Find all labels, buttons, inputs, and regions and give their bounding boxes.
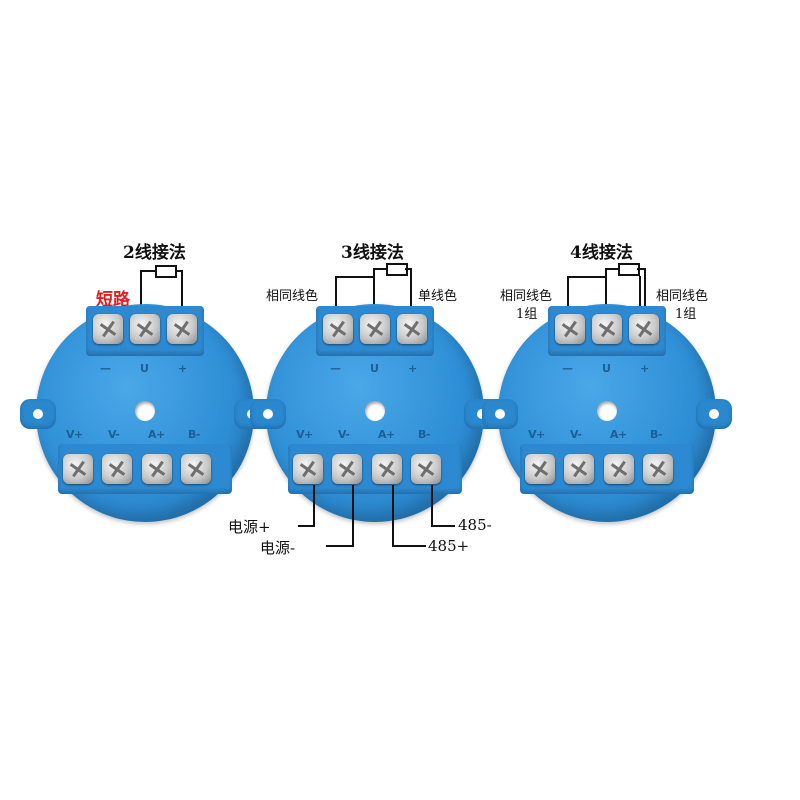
terminal-mark: V+	[296, 428, 313, 441]
terminal-mark: V+	[66, 428, 83, 441]
single-color-note: 单线色	[418, 289, 458, 304]
terminal-mark: U	[602, 362, 611, 375]
wire	[298, 525, 315, 527]
wire	[140, 270, 156, 272]
terminal-screw	[93, 314, 123, 344]
terminal-screw	[360, 314, 390, 344]
terminal-screw	[372, 454, 402, 484]
terminal-mark: A+	[378, 428, 395, 441]
terminal-screw	[102, 454, 132, 484]
wire	[352, 485, 354, 547]
same-color-note-right-1: 相同线色	[656, 289, 709, 304]
terminal-screw	[63, 454, 93, 484]
wire	[392, 485, 394, 547]
same-color-note-left-2: 1组	[516, 307, 538, 322]
terminal-mark: +	[408, 362, 417, 375]
module3-title: 4线接法	[570, 243, 633, 263]
terminal-screw	[525, 454, 555, 484]
wire	[410, 268, 412, 316]
wire	[326, 545, 354, 547]
wire	[405, 268, 412, 270]
center-hole	[597, 401, 617, 421]
wire	[644, 268, 646, 316]
terminal-screw	[564, 454, 594, 484]
terminal-screw	[629, 314, 659, 344]
terminal-screw	[167, 314, 197, 344]
module1-title: 2线接法	[123, 243, 186, 263]
same-color-note-left-1: 相同线色	[500, 289, 553, 304]
wire	[335, 276, 337, 316]
terminal-mark: A+	[148, 428, 165, 441]
terminal-screw	[643, 454, 673, 484]
terminal-mark: —	[562, 362, 573, 375]
wire	[567, 276, 607, 278]
terminal-mark: V-	[570, 428, 582, 441]
terminal-screw	[323, 314, 353, 344]
transmitter-module-3wire: — U + V+ V- A+ B-	[250, 304, 500, 522]
wire	[140, 272, 142, 316]
mounting-ear-left	[250, 399, 286, 429]
rs485-plus-label: 485+	[428, 537, 470, 555]
mounting-ear-left	[482, 399, 518, 429]
mounting-ear-left	[20, 399, 56, 429]
wire	[605, 268, 619, 270]
power-minus-label: 电源-	[260, 539, 296, 557]
terminal-screw	[142, 454, 172, 484]
terminal-mark: U	[370, 362, 379, 375]
wire	[637, 268, 645, 270]
terminal-mark: V-	[108, 428, 120, 441]
terminal-screw	[604, 454, 634, 484]
short-circuit-label: 短路	[96, 290, 130, 310]
terminal-mark: V+	[528, 428, 545, 441]
mounting-ear-right	[696, 399, 732, 429]
terminal-screw	[130, 314, 160, 344]
wire	[431, 485, 433, 527]
terminal-mark: B-	[188, 428, 200, 441]
terminal-mark: +	[178, 362, 187, 375]
terminal-screw	[555, 314, 585, 344]
same-color-note-right-2: 1组	[675, 307, 697, 322]
transmitter-module-4wire: — U + V+ V- A+ B-	[482, 304, 732, 522]
terminal-mark: V-	[338, 428, 350, 441]
terminal-mark: —	[100, 362, 111, 375]
terminal-mark: U	[140, 362, 149, 375]
wire	[313, 485, 315, 527]
terminal-screw	[592, 314, 622, 344]
terminal-mark: —	[330, 362, 341, 375]
wire	[335, 276, 375, 278]
wire	[174, 270, 183, 272]
resistor-icon	[155, 265, 177, 278]
terminal-screw	[181, 454, 211, 484]
power-plus-label: 电源+	[228, 518, 271, 536]
rs485-minus-label: 485-	[458, 516, 492, 534]
terminal-mark: B-	[418, 428, 430, 441]
terminal-mark: +	[640, 362, 649, 375]
terminal-screw	[397, 314, 427, 344]
transmitter-module-2wire: — U + V+ V- A+ B-	[20, 304, 270, 522]
center-hole	[135, 401, 155, 421]
terminal-screw	[411, 454, 441, 484]
terminal-mark: B-	[650, 428, 662, 441]
wire	[373, 268, 375, 316]
wire	[181, 272, 183, 316]
wire	[639, 276, 641, 316]
module2-title: 3线接法	[341, 243, 404, 263]
center-hole	[365, 401, 385, 421]
wire	[373, 268, 387, 270]
terminal-mark: A+	[610, 428, 627, 441]
wire	[392, 545, 426, 547]
wire	[431, 525, 455, 527]
terminal-screw	[332, 454, 362, 484]
wire	[567, 276, 569, 316]
wire	[605, 268, 607, 316]
terminal-screw	[293, 454, 323, 484]
same-color-note: 相同线色	[266, 289, 319, 304]
